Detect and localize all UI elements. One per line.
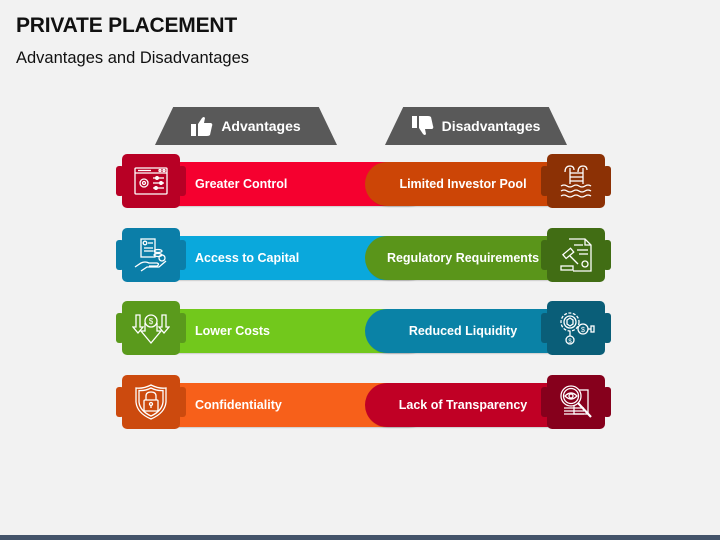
thumbs-down-icon (411, 116, 433, 135)
advantages-header-label: Advantages (221, 118, 301, 134)
disadvantage-label: Lack of Transparency (398, 398, 528, 412)
disadvantage-label: Regulatory Requirements (386, 251, 540, 265)
disadvantage-label: Reduced Liquidity (408, 324, 518, 338)
shield-lock-icon (116, 375, 186, 429)
disadvantage-label: Limited Investor Pool (399, 177, 527, 191)
disadvantages-header-label: Disadvantages (441, 118, 541, 134)
advantage-label: Confidentiality (195, 398, 282, 412)
advantage-label: Greater Control (195, 177, 288, 191)
dollar-down-arrows-icon: $ (116, 301, 186, 355)
pool-ladder-icon (541, 154, 611, 208)
disadvantage-item: Regulatory Requirements (365, 228, 615, 282)
disadvantage-item: Lack of Transparency (365, 375, 615, 429)
disadvantage-item: Reduced Liquidity $$ (365, 301, 615, 355)
svg-text:$: $ (568, 339, 572, 345)
page-title: PRIVATE PLACEMENT (16, 14, 237, 37)
footer-bar (0, 535, 720, 540)
gavel-document-icon (541, 228, 611, 282)
svg-text:$: $ (149, 317, 154, 326)
advantage-label: Access to Capital (195, 251, 300, 265)
disadvantage-item: Limited Investor Pool (365, 154, 615, 208)
advantages-header: Advantages (155, 107, 337, 145)
advantage-label: Lower Costs (195, 324, 271, 338)
svg-text:$: $ (581, 327, 585, 334)
page-subtitle: Advantages and Disadvantages (16, 49, 249, 67)
gear-money-icon: $$ (541, 301, 611, 355)
magnifier-eye-icon (541, 375, 611, 429)
disadvantages-header: Disadvantages (385, 107, 567, 145)
thumbs-up-icon (191, 117, 213, 136)
settings-panel-icon (116, 154, 186, 208)
hand-document-coins-icon (116, 228, 186, 282)
